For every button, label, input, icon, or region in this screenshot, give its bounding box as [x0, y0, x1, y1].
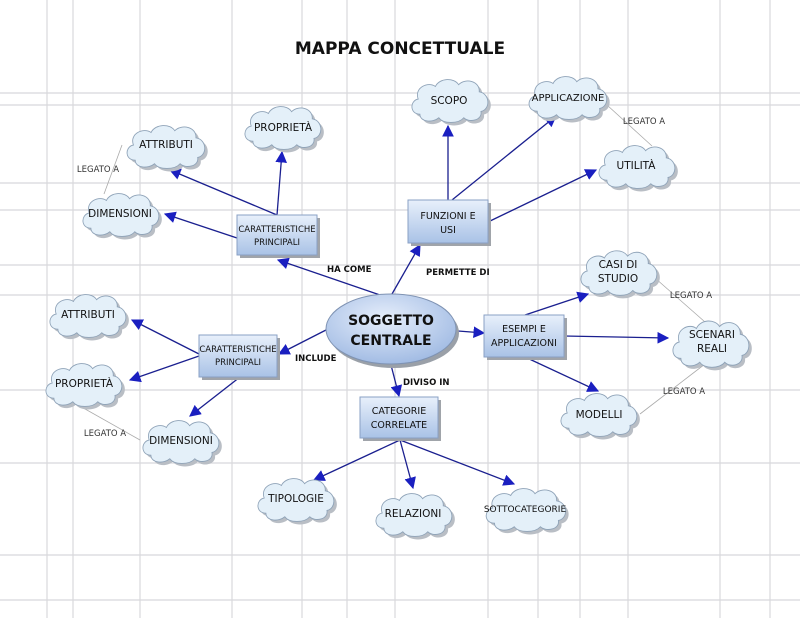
- cloud-modelli[interactable]: MODELLI: [560, 393, 640, 440]
- link-label-legato-a: LEGATO A: [623, 117, 665, 127]
- box-caratteristiche-top[interactable]: CARATTERISTICHE PRINCIPALI: [236, 214, 320, 258]
- cloud-label: UTILITÀ: [617, 159, 657, 172]
- box-esempi-e-applicazioni[interactable]: ESEMPI E APPLICAZIONI: [483, 314, 567, 360]
- cloud-dimensioni-left[interactable]: DIMENSIONI: [142, 420, 222, 467]
- link-label-legato-a: LEGATO A: [84, 429, 126, 439]
- cloud-utilita[interactable]: UTILITÀ: [598, 145, 678, 192]
- box-line: FUNZIONI E: [420, 211, 475, 222]
- cloud-label: TIPOLOGIE: [267, 493, 324, 505]
- cloud-scenari-reali[interactable]: SCENARI REALI: [672, 320, 752, 371]
- cloud-label: CASI DI: [599, 259, 638, 271]
- cloud-proprieta-left[interactable]: PROPRIETÀ: [45, 363, 125, 410]
- cloud-relazioni[interactable]: RELAZIONI: [375, 493, 455, 540]
- link-label-legato-a: LEGATO A: [77, 165, 119, 175]
- cloud-label: ATTRIBUTI: [61, 309, 115, 321]
- link-label-legato-a: LEGATO A: [663, 387, 705, 397]
- box-categorie-correlate[interactable]: CATEGORIE CORRELATE: [359, 396, 441, 441]
- link-label-include: INCLUDE: [295, 354, 337, 364]
- relation-lines: [77, 104, 706, 441]
- cloud-label: APPLICAZIONE: [532, 93, 605, 104]
- box-line: APPLICAZIONI: [491, 338, 557, 349]
- box-line: ESEMPI E: [502, 324, 546, 335]
- box-line: PRINCIPALI: [254, 238, 300, 248]
- link-label-ha-come: HA COME: [327, 265, 372, 275]
- cloud-label: SOTTOCATEGORIE: [484, 505, 567, 515]
- link-label-legato-a: LEGATO A: [670, 291, 712, 301]
- cloud-label: DIMENSIONI: [88, 208, 152, 220]
- cloud-label: PROPRIETÀ: [55, 377, 114, 390]
- cloud-label: RELAZIONI: [385, 508, 442, 520]
- box-funzioni-e-usi[interactable]: FUNZIONI E USI: [407, 199, 491, 246]
- cloud-label: STUDIO: [598, 273, 638, 285]
- cloud-label: ATTRIBUTI: [139, 139, 193, 151]
- cloud-label: SCENARI: [689, 329, 735, 341]
- cloud-sottocategorie[interactable]: SOTTOCATEGORIE: [484, 488, 569, 535]
- cloud-casi-di-studio[interactable]: CASI DI STUDIO: [580, 250, 660, 299]
- cloud-label: DIMENSIONI: [149, 435, 213, 447]
- cloud-applicazione[interactable]: APPLICAZIONE: [528, 76, 610, 123]
- box-line: USI: [440, 225, 456, 236]
- box-line: CARATTERISTICHE: [199, 345, 276, 355]
- cloud-label: PROPRIETÀ: [254, 121, 313, 134]
- cloud-attributi-left[interactable]: ATTRIBUTI: [49, 294, 129, 341]
- link-label-permette-di: PERMETTE DI: [426, 268, 490, 278]
- link-label-diviso-in: DIVISO IN: [403, 378, 450, 388]
- central-node-line2: CENTRALE: [350, 333, 431, 349]
- box-line: CARATTERISTICHE: [238, 225, 315, 235]
- cloud-dimensioni-top[interactable]: DIMENSIONI: [82, 193, 162, 240]
- central-node[interactable]: SOGGETTO CENTRALE: [325, 293, 459, 368]
- box-line: CATEGORIE: [372, 406, 426, 417]
- cloud-label: REALI: [697, 343, 727, 355]
- cloud-label: SCOPO: [431, 95, 468, 107]
- cloud-label: MODELLI: [576, 409, 623, 421]
- cloud-proprieta-top[interactable]: PROPRIETÀ: [244, 106, 324, 153]
- box-line: PRINCIPALI: [215, 358, 261, 368]
- cloud-tipologie[interactable]: TIPOLOGIE: [257, 478, 337, 525]
- box-caratteristiche-left[interactable]: CARATTERISTICHE PRINCIPALI: [198, 334, 280, 380]
- cloud-attributi-top[interactable]: ATTRIBUTI: [126, 125, 208, 172]
- edges: [128, 115, 670, 490]
- cloud-scopo[interactable]: SCOPO: [411, 79, 491, 126]
- box-line: CORRELATE: [371, 420, 427, 431]
- map-title: MAPPA CONCETTUALE: [295, 39, 505, 59]
- central-node-line1: SOGGETTO: [348, 313, 434, 329]
